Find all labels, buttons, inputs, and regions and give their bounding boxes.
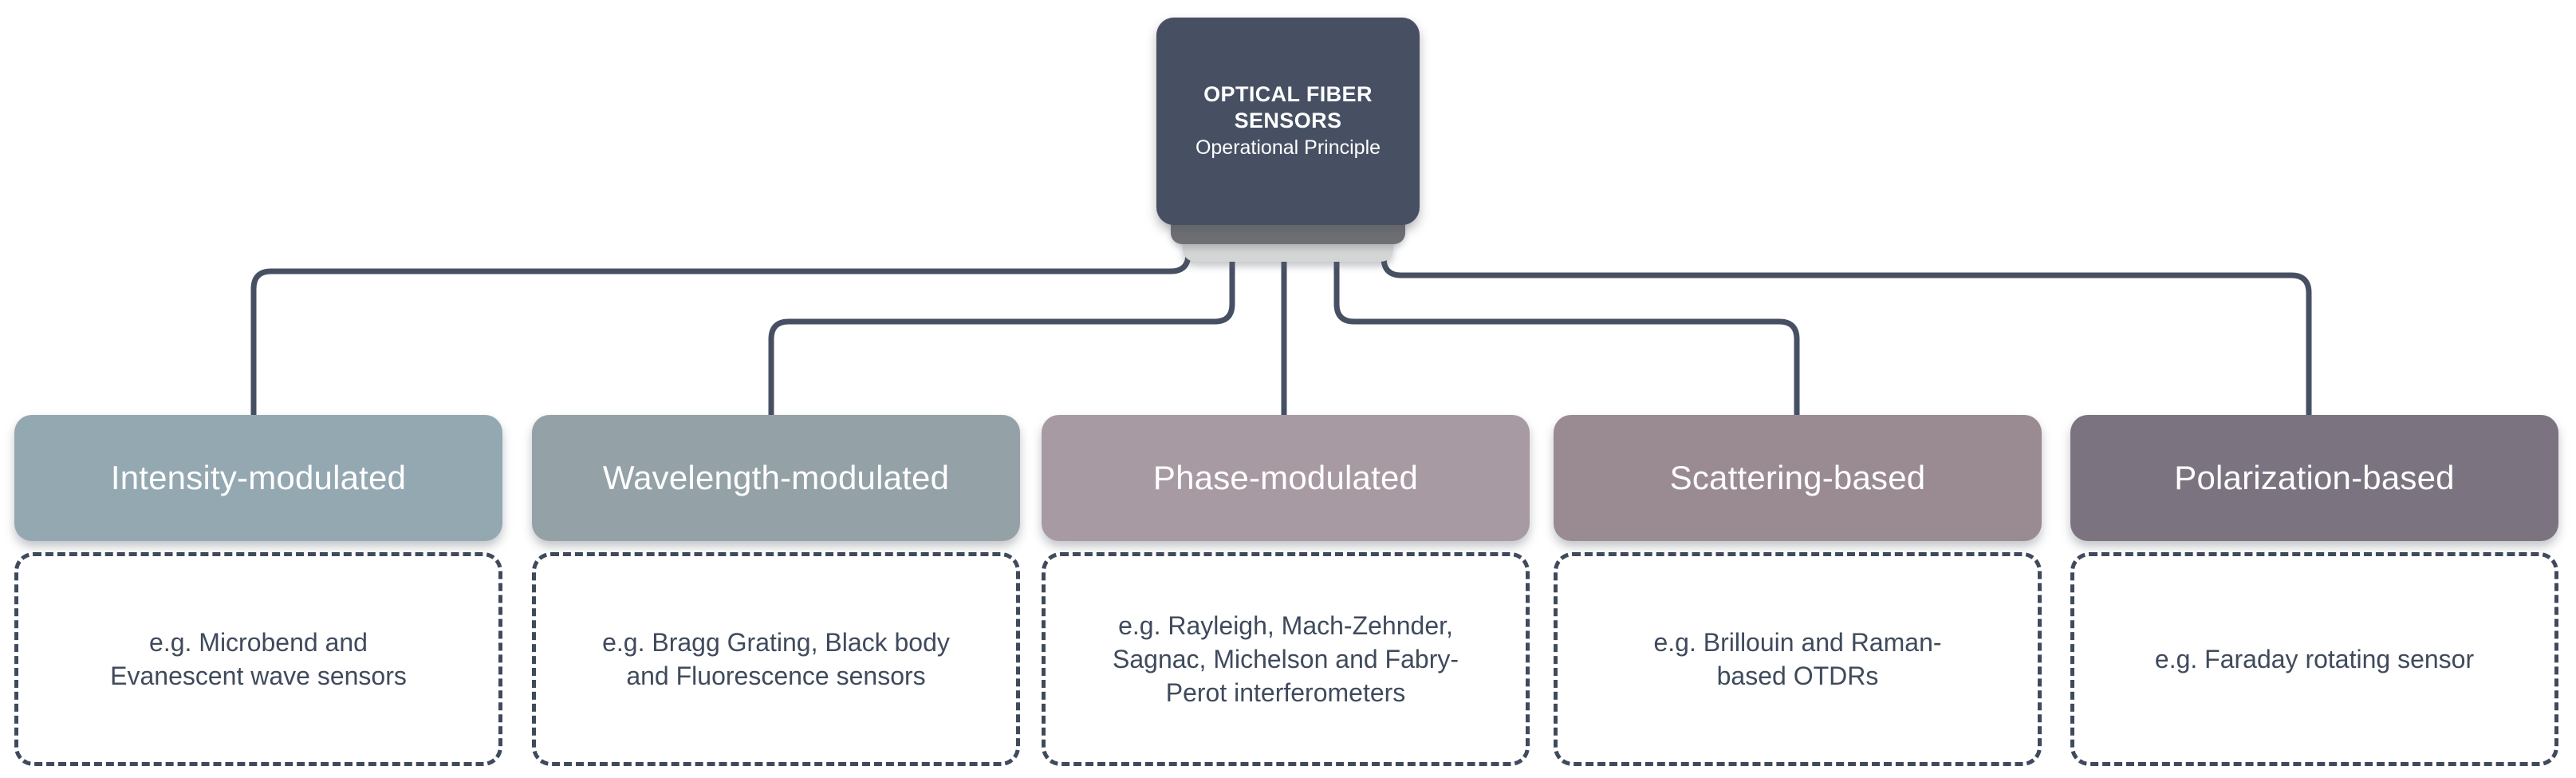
category-box-intensity[interactable]: Intensity-modulated: [14, 415, 502, 541]
category-label-scattering: Scattering-based: [1669, 459, 1926, 496]
category-label-polarization: Polarization-based: [2174, 459, 2455, 496]
root-node[interactable]: OPTICAL FIBER SENSORS Operational Princi…: [1156, 18, 1420, 273]
category-box-polarization[interactable]: Polarization-based: [2070, 415, 2558, 541]
category-box-scattering[interactable]: Scattering-based: [1554, 415, 2042, 541]
category-label-intensity: Intensity-modulated: [110, 459, 407, 496]
category-label-phase: Phase-modulated: [1152, 459, 1419, 496]
connector-intensity: [250, 236, 1191, 418]
root-title: OPTICAL FIBER SENSORS: [1203, 82, 1373, 133]
description-box-polarization: e.g. Faraday rotating sensor: [2070, 552, 2558, 766]
description-text-scattering: e.g. Brillouin and Raman-based OTDRs: [1653, 627, 1942, 690]
root-node-body[interactable]: OPTICAL FIBER SENSORS Operational Princi…: [1156, 18, 1420, 225]
category-box-phase[interactable]: Phase-modulated: [1042, 415, 1530, 541]
description-box-scattering: e.g. Brillouin and Raman-based OTDRs: [1554, 552, 2042, 766]
connector-polarization: [1381, 236, 2312, 418]
category-label-wavelength: Wavelength-modulated: [602, 459, 950, 496]
description-text-phase: e.g. Rayleigh, Mach-Zehnder,Sagnac, Mich…: [1113, 610, 1459, 708]
category-box-wavelength[interactable]: Wavelength-modulated: [532, 415, 1020, 541]
connector-scattering: [1333, 236, 1800, 418]
connector-wavelength: [768, 236, 1235, 418]
root-subtitle: Operational Principle: [1195, 136, 1381, 160]
description-box-phase: e.g. Rayleigh, Mach-Zehnder,Sagnac, Mich…: [1042, 552, 1530, 766]
description-text-polarization: e.g. Faraday rotating sensor: [2154, 644, 2475, 673]
